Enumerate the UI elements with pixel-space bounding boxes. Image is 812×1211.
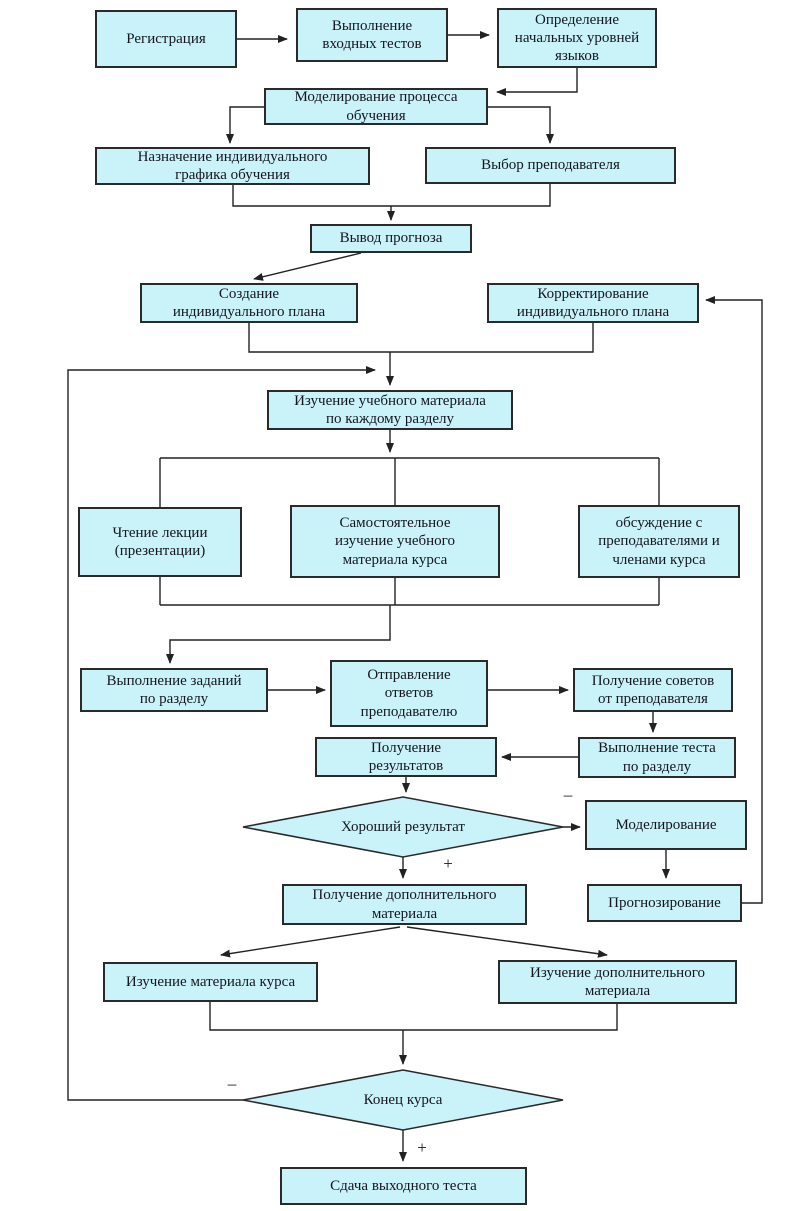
- arrow-initial-levels-to-modeling-process: [496, 68, 577, 96]
- node-initial-levels: Определение начальных уровней языков: [497, 8, 657, 68]
- node-correct-plan: Корректирование индивидуального плана: [487, 283, 699, 323]
- node-teacher-choice: Выбор преподавателя: [425, 147, 676, 184]
- wire-merge-plans: [249, 323, 593, 352]
- node-study-sections: Изучение учебного материала по каждому р…: [267, 390, 513, 430]
- node-registration: Регистрация: [95, 10, 237, 68]
- node-create-plan: Создание индивидуального плана: [140, 283, 358, 323]
- node-modeling: Моделирование: [585, 800, 747, 850]
- arrow-modeling-process-to-schedule: [226, 107, 264, 144]
- branch-label-course-end-no: –: [227, 1074, 237, 1093]
- node-modeling-process: Моделирование процесса обучения: [264, 88, 488, 125]
- node-input-tests: Выполнение входных тестов: [296, 8, 448, 62]
- wire-merge-schedule-teacher: [233, 184, 550, 206]
- arrow-extra-material-to-extra-study: [407, 927, 608, 958]
- node-extra-material-study: Изучение дополнительного материала: [498, 960, 737, 1004]
- node-discussion: обсуждение с преподавателями и членами к…: [578, 505, 740, 578]
- branch-label-course-end-yes: +: [417, 1138, 427, 1157]
- node-self-study: Самостоятельное изучение учебного матери…: [290, 505, 500, 578]
- arrow-extra-material-to-course-material: [220, 927, 400, 958]
- node-good-result-label: Хороший результат: [341, 818, 465, 835]
- branch-label-good-result-no: –: [563, 785, 573, 804]
- node-final-test: Сдача выходного теста: [280, 1167, 527, 1205]
- node-extra-material: Получение дополнительного материала: [282, 884, 527, 925]
- node-individual-schedule: Назначение индивидуального графика обуче…: [95, 147, 370, 185]
- node-course-end-label: Конец курса: [363, 1091, 443, 1108]
- branch-label-good-result-yes: +: [443, 854, 453, 873]
- arrow-forecast-to-create-plan: [253, 253, 361, 281]
- arrow-collector-to-assignments: [166, 605, 390, 664]
- node-send-answers: Отправление ответов преподавателю: [330, 660, 488, 727]
- node-get-results: Получение результатов: [315, 737, 497, 777]
- wire-merge-study-branches: [210, 1002, 617, 1030]
- node-course-material-study: Изучение материала курса: [103, 962, 318, 1002]
- node-forecast-output: Вывод прогноза: [310, 224, 472, 253]
- node-assignments: Выполнение заданий по разделу: [80, 668, 268, 712]
- node-section-test: Выполнение теста по разделу: [578, 737, 736, 778]
- arrow-modeling-process-to-teacher-choice: [488, 107, 554, 144]
- node-get-advice: Получение советов от преподавателя: [573, 668, 733, 712]
- node-lecture-reading: Чтение лекции (презентации): [78, 507, 242, 577]
- node-forecasting: Прогнозирование: [587, 884, 742, 922]
